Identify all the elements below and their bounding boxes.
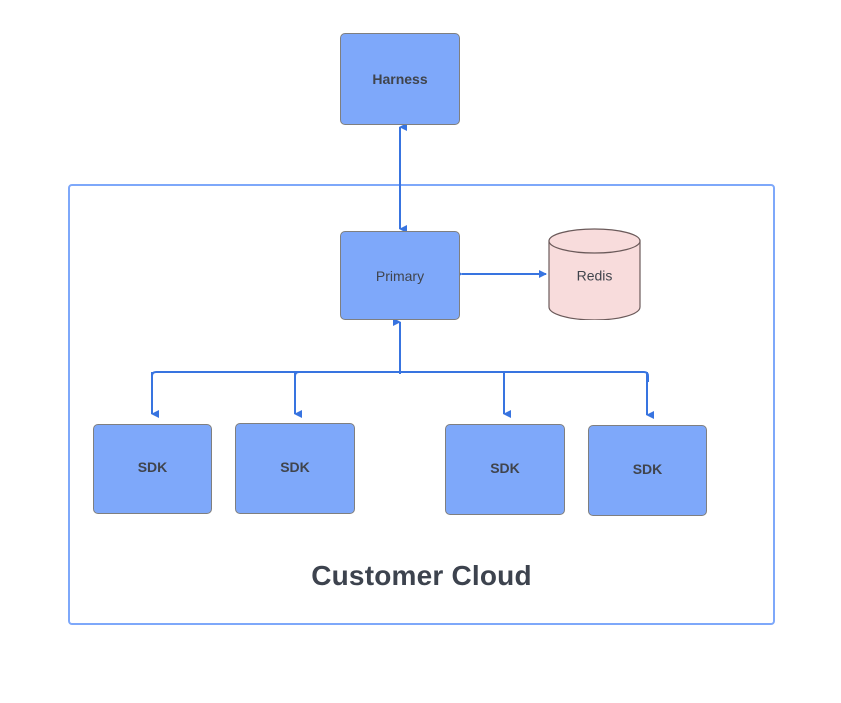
- node-primary-label: Primary: [375, 267, 425, 284]
- node-sdk-4[interactable]: SDK: [588, 425, 707, 516]
- node-redis-label: Redis: [576, 267, 613, 284]
- node-sdk-2[interactable]: SDK: [235, 423, 355, 514]
- node-harness-label: Harness: [372, 71, 428, 87]
- cylinder-shape: [548, 228, 641, 320]
- customer-cloud-container: [68, 184, 775, 625]
- customer-cloud-title: Customer Cloud: [311, 560, 532, 591]
- node-sdk-2-label: SDK: [280, 458, 310, 475]
- node-sdk-4-label: SDK: [632, 460, 663, 477]
- node-sdk-3-label: SDK: [490, 459, 520, 476]
- connector-sdk-bus: [151, 318, 654, 415]
- node-primary[interactable]: Primary: [340, 231, 460, 320]
- node-sdk-1[interactable]: SDK: [93, 424, 212, 514]
- node-sdk-3[interactable]: SDK: [445, 424, 565, 515]
- node-sdk-1-label: SDK: [137, 459, 168, 475]
- node-harness[interactable]: Harness: [340, 33, 460, 125]
- node-redis[interactable]: Redis: [548, 228, 641, 320]
